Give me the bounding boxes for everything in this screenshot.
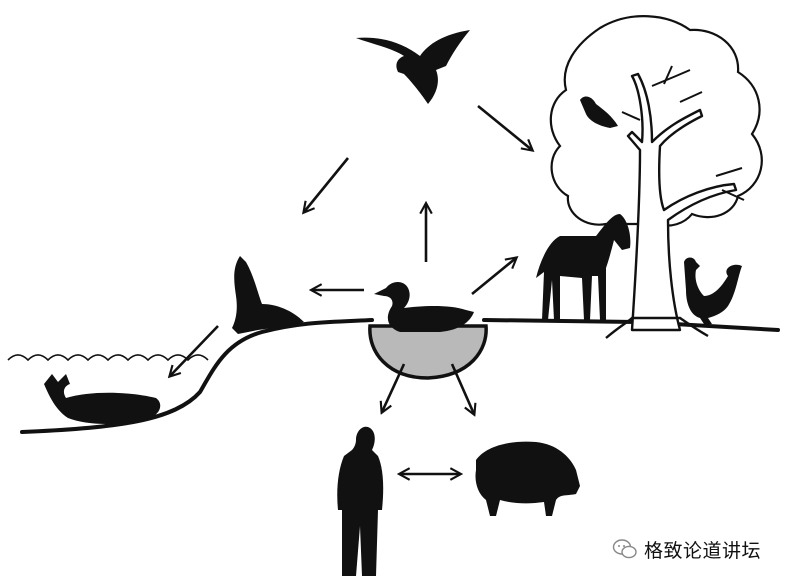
arrow-duck-to-zebra <box>472 258 516 294</box>
flying-bird-silhouette <box>356 30 470 104</box>
wechat-icon <box>612 538 638 560</box>
zebra-silhouette <box>536 214 630 320</box>
sea-waves <box>8 355 208 360</box>
watermark: 格致论道讲坛 <box>612 536 761 562</box>
watermark-text: 格致论道讲坛 <box>644 536 761 563</box>
whale-silhouette <box>44 374 160 424</box>
human-silhouette <box>337 427 383 576</box>
arrows <box>170 106 532 474</box>
sea-lion-silhouette <box>232 256 304 334</box>
pond <box>370 326 486 378</box>
rooster-silhouette <box>684 258 742 325</box>
arrow-bird-to-sealion <box>304 158 348 212</box>
arrow-sealion-to-whale <box>170 326 218 376</box>
arrow-bird-to-tree <box>478 106 532 150</box>
pig-silhouette <box>475 442 580 516</box>
arrow-pond-to-pig <box>452 364 474 414</box>
